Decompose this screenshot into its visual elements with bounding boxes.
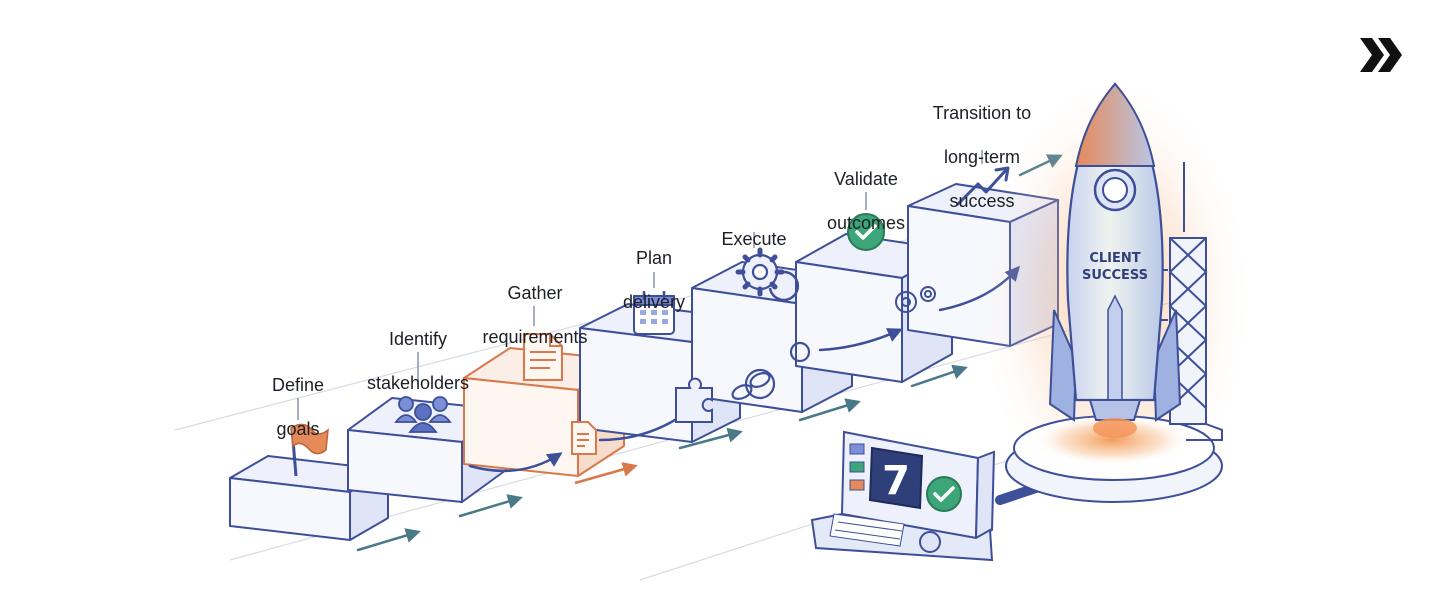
flag-icon: [290, 423, 329, 477]
small-document-icon: [571, 421, 597, 455]
floor-arrow-orange: [574, 462, 638, 485]
launch-pad: [1005, 414, 1223, 503]
rocket-label-line1: CLIENT: [1089, 251, 1140, 266]
step-label-validate-outcomes: Validate outcomes: [826, 169, 906, 233]
people-icon: [394, 396, 452, 433]
keyboard: [829, 513, 905, 547]
chain-link-icon: [731, 341, 811, 400]
step-label-gather-requirements: Gather requirements: [482, 283, 588, 347]
console-display-value: 7: [882, 458, 910, 504]
calendar-icon: [633, 291, 675, 335]
step-label-identify-stakeholders: Identify stakeholders: [366, 329, 470, 393]
check-circle-icon: [847, 213, 885, 251]
small-gears-icon: [895, 286, 936, 313]
rocket: [1048, 82, 1182, 438]
step-block-define-goals: [229, 455, 390, 541]
puzzle-piece-icon: [675, 377, 713, 423]
step-label-execute: Execute: [721, 229, 787, 249]
gear-icon: [735, 247, 800, 302]
step-label-transition: Transition to long-term success: [932, 103, 1032, 211]
document-icon: [523, 333, 563, 381]
console-check-icon: [926, 476, 962, 512]
rocket-label-line2: SUCCESS: [1082, 268, 1148, 283]
step-label-plan-delivery: Plan delivery: [622, 248, 686, 312]
double-chevron-right-icon[interactable]: [1358, 36, 1404, 74]
step-label-define-goals: Define goals: [271, 375, 325, 439]
label-leaders: [297, 150, 983, 420]
